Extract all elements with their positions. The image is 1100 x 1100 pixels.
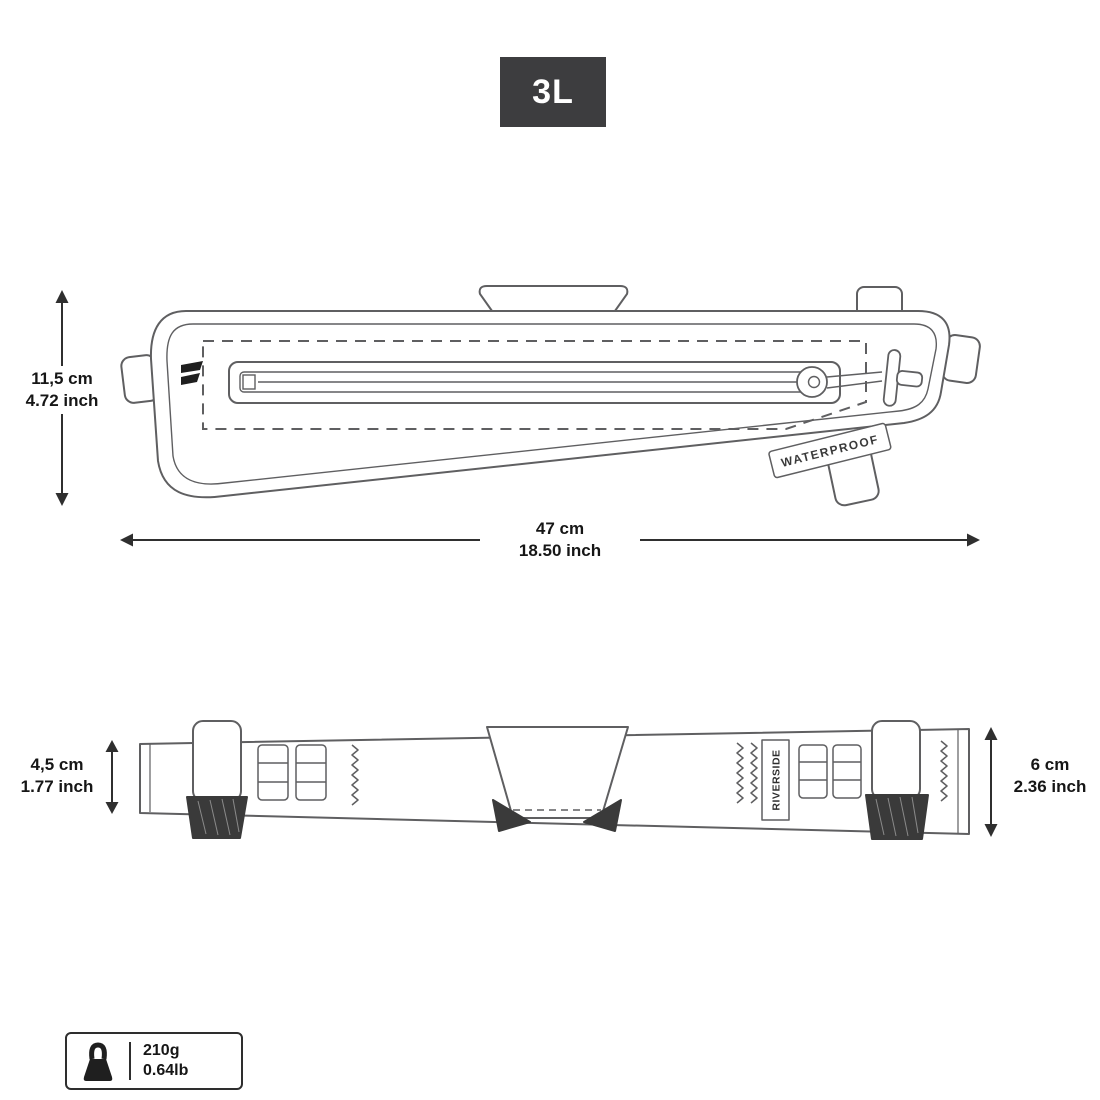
weight-values: 210g 0.64lb [131,1041,188,1081]
right-width-metric: 6 cm [1030,755,1070,774]
left-width-metric: 4,5 cm [30,755,84,774]
side-view-drawing: WATERPROOF [120,285,981,507]
right-width-dimension-arrow [984,727,998,837]
zipper [228,349,924,407]
brand-logo-icon [181,361,203,385]
weight-spec-box: 210g 0.64lb [65,1032,243,1090]
length-metric: 47 cm [535,519,585,538]
stitching-zigzag-mid [736,742,758,804]
capacity-badge: 3L [500,57,606,127]
right-width-dimension-label: 6 cm 2.36 inch [1004,752,1096,801]
weight-metric: 210g [143,1042,180,1059]
right-strap [865,720,929,840]
height-metric: 11,5 cm [31,369,93,388]
center-flap [486,726,629,832]
brand-tag: RIVERSIDE [761,739,790,821]
left-width-dimension-label: 4,5 cm 1.77 inch [14,752,100,801]
left-width-imperial: 1.77 inch [20,777,94,797]
right-width-imperial: 2.36 inch [1013,777,1087,797]
left-strap-slots [257,744,327,801]
left-strap [186,720,248,839]
zipper-pull [796,366,883,398]
brand-tag-text: RIVERSIDE [771,749,783,810]
bottom-view-drawing: RIVERSIDE [139,720,970,840]
height-imperial: 4.72 inch [25,391,99,411]
stitching-zigzag-left [351,744,359,806]
left-width-dimension-arrow [105,740,119,814]
capacity-label: 3L [532,72,574,111]
length-dimension-label: 47 cm 18.50 inch [480,516,640,565]
dashed-panel-outline [202,340,867,430]
right-strap-slots [798,744,862,799]
length-imperial: 18.50 inch [518,541,602,561]
bag-inner-outline [166,323,938,485]
bag-outer-outline [149,310,951,499]
zipper-cord-toggle [882,349,924,407]
height-dimension-label: 11,5 cm 4.72 inch [10,366,114,415]
weight-divider [129,1042,131,1080]
stitching-zigzag-right [940,740,948,802]
weight-imperial: 0.64lb [143,1062,189,1079]
weight-icon [67,1038,129,1084]
